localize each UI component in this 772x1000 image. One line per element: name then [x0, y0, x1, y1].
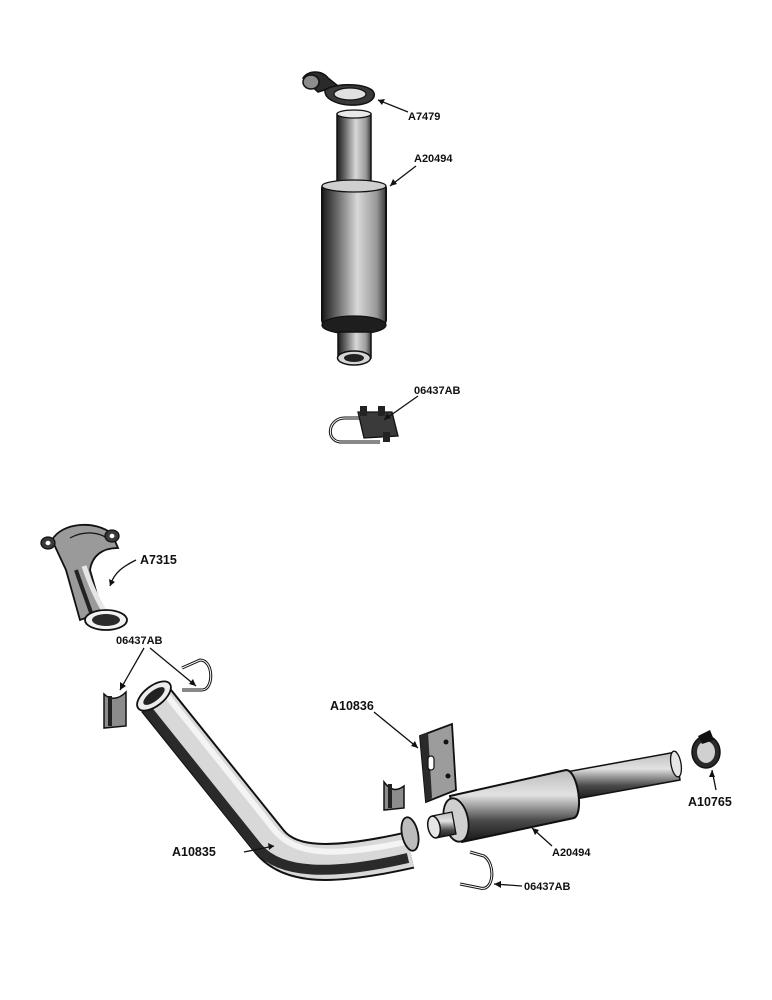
upper-clamp-part: [302, 71, 376, 106]
label-lower-clamp: A10765: [688, 795, 732, 809]
label-upper-clamp: A7479: [408, 111, 440, 123]
lower-clamp-part: [691, 730, 721, 769]
elbow-clamp-part: [103, 658, 213, 729]
lower-muffler-part: [426, 750, 683, 844]
label-elbow: A7315: [140, 553, 177, 567]
bracket-part: [383, 722, 457, 811]
elbow-part: [40, 523, 128, 631]
label-pipe: A10835: [172, 845, 216, 859]
label-upper-muffler: A20494: [414, 153, 453, 165]
label-bracket: A10836: [330, 699, 374, 713]
label-elbow-clamp: 06437AB: [116, 635, 163, 647]
exhaust-pipe-part: [136, 680, 420, 881]
lower-u-clamp-part: [459, 850, 494, 890]
leader-lines: [109, 99, 717, 888]
upper-u-clamp-part: [329, 406, 399, 444]
label-lower-u-clamp: 06437AB: [524, 881, 571, 893]
label-lower-muffler: A20494: [552, 847, 591, 859]
label-upper-u-clamp: 06437AB: [414, 385, 461, 397]
upper-muffler-part: [321, 109, 387, 366]
